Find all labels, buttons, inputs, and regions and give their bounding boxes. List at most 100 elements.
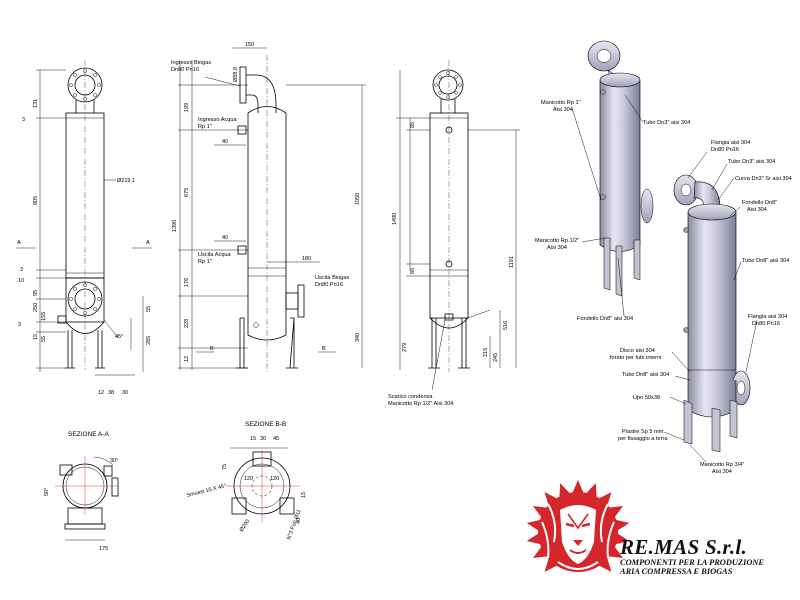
isometric-view-1: Manicotto Rp 1" Aisi 304 Tubo Dn3" aisi …: [535, 40, 690, 322]
iso2-fondello-dn8-mat: Aisi 304: [747, 207, 767, 213]
section-marker-b-right: B: [322, 346, 326, 352]
dim-199: 199: [184, 103, 190, 112]
dim-dia-88: Ø88,9: [233, 67, 239, 82]
dim-120-b: 120: [270, 476, 279, 482]
dim-75: 75: [222, 464, 228, 470]
dim-120-a: 120: [244, 476, 253, 482]
section-b-b-title: SEZIONE B-B: [245, 421, 286, 428]
label-ingresso-acqua: Ingresso Acqua: [198, 117, 237, 123]
dim-175: 175: [99, 546, 108, 552]
side-view-2: 199 675 1390 176 228 12 150 Ø88,9 40 40 …: [171, 42, 366, 372]
dim-155: 155: [41, 312, 47, 321]
dim-50-deg: 50°: [44, 488, 50, 496]
dim-40-a: 40: [222, 139, 228, 145]
dim-285: 285: [146, 336, 152, 345]
label-ingresso-acqua-spec: Rp 1": [198, 124, 212, 130]
company-name: RE.MAS S.r.l.: [620, 535, 748, 559]
dim-45-b: 45: [273, 436, 279, 442]
lion-logo: [526, 480, 630, 572]
iso1-manicotto-rp1: Manicotto Rp 1": [541, 100, 581, 106]
dim-3-low: 3: [18, 322, 21, 328]
dim-40-b: 40: [222, 235, 228, 241]
dim-3-top: 3: [22, 117, 25, 123]
iso1-manicotto-rp12: Manicotto Rp 1/2": [535, 238, 579, 244]
iso2-disco-desc: forato per tubi interni: [610, 355, 661, 361]
iso1-tubo-dn3: Tubo Dn3" aisi 304: [643, 120, 690, 126]
dim-40-c: 40: [296, 518, 302, 524]
dim-95: 95: [33, 290, 39, 296]
section-a-a-title: SEZIONE A-A: [68, 431, 109, 438]
iso2-flangia-2: Flangia aisi 304: [748, 314, 787, 320]
label-uscita-biogas: Uscita Biogas: [315, 275, 349, 281]
company-tagline-2: ARIA COMPRESSA E BIOGAS: [620, 567, 733, 576]
iso1-manicotto-rp1-mat: Aisi 304: [553, 107, 573, 113]
dim-15-c: 15: [301, 492, 307, 498]
isometric-view-2: Flangia aisi 304 Dn80 Pn16 Tubo Dn3" ais…: [610, 140, 792, 475]
label-scarico-manicotto: Manicotto Rp 1/2" Aisi 304: [388, 401, 453, 407]
dim-245: 245: [493, 353, 499, 362]
dim-1050: 1050: [355, 193, 361, 205]
iso2-disco: Disco aisi 304: [620, 348, 655, 354]
iso2-piastre-desc: per fissaggio a terra: [618, 436, 668, 442]
dim-1390: 1390: [172, 220, 178, 232]
dim-dia-200: Ø200: [239, 519, 252, 533]
dim-smussi: Smussi 15 X 45°: [186, 483, 227, 499]
label-ingresso-biogas-spec: Dn80 Pn16: [171, 67, 199, 73]
label-ingresso-biogas: Ingresso Biogas: [171, 60, 211, 66]
label-uscita-biogas-spec: Dn80 Pn16: [315, 282, 343, 288]
iso2-tubo-dn8-a: Tubo Dn8" aisi 304: [742, 258, 789, 264]
dim-12: 12: [98, 390, 104, 396]
section-marker-a-right: A: [146, 240, 150, 246]
iso2-piastre: Piastre Sp 5 mm: [622, 429, 664, 435]
section-marker-a-left: A: [17, 240, 21, 246]
dim-55-right: 55: [146, 306, 152, 312]
dim-250: 250: [33, 303, 39, 312]
iso1-manicotto-rp12-mat: Aisi 304: [547, 245, 567, 251]
iso2-tubo-dn8-b: Tubo Dn8" aisi 304: [622, 372, 669, 378]
iso2-manicotto-rp34-mat: Aisi 304: [712, 469, 732, 475]
label-uscita-acqua: Uscita Acqua: [198, 252, 232, 258]
dim-38: 38: [108, 390, 114, 396]
iso2-tubo-dn3: Tubo Dn3" aisi 304: [728, 159, 775, 165]
iso2-flangia: Flangia aisi 304: [711, 140, 750, 146]
iso2-manicotto-rp34: Manicotto Rp 3/4": [700, 462, 744, 468]
dim-10: 10: [18, 278, 24, 284]
section-marker-b-left: B: [210, 346, 214, 352]
dim-12-b: 12: [184, 356, 190, 362]
rear-view-3: 85 1490 85 279 1191 245 215 516 Scarico …: [388, 60, 520, 407]
dim-15-b: 15: [250, 436, 256, 442]
dim-15: 15: [33, 334, 39, 340]
dim-85-bottom: 85: [410, 268, 416, 274]
front-view-1: A A 131 3 805 3 10 95 250 155 3 15 55 Ø2…: [16, 60, 152, 396]
label-uscita-acqua-spec: Rp 1": [198, 259, 212, 265]
dim-675: 675: [184, 188, 190, 197]
dim-805: 805: [33, 196, 39, 205]
dim-30: 30: [122, 390, 128, 396]
section-b-b: SEZIONE B-B 15 30 45 120 120 75 15 40 Ø2…: [186, 421, 307, 541]
iso2-curva-dn3: Curva Dn3" Sr aisi 304: [735, 176, 792, 182]
dim-131: 131: [33, 99, 39, 108]
dim-215: 215: [483, 348, 489, 357]
company-tagline-1: COMPONENTI PER LA PRODUZIONE: [620, 558, 765, 567]
dim-45-deg: 45°: [115, 334, 123, 340]
dim-1191: 1191: [509, 256, 515, 268]
dim-3-bottom: 3: [20, 267, 23, 273]
iso2-fondello-dn8: Fondello Dn8": [742, 200, 777, 206]
iso2-flangia-spec: Dn80 Pn16: [711, 147, 739, 153]
dim-516: 516: [503, 321, 509, 330]
dim-228: 228: [184, 319, 190, 328]
dim-180: 180: [302, 256, 311, 262]
iso2-flangia-2-spec: Dn80 Pn16: [752, 321, 780, 327]
iso1-fondello-dn8: Fondello Dn8" aisi 304: [577, 316, 633, 322]
company-brand-block: RE.MAS S.r.l. COMPONENTI PER LA PRODUZIO…: [620, 536, 800, 576]
dim-279: 279: [402, 343, 408, 352]
section-a-a: SEZIONE A-A 175 50° 30°: [44, 431, 119, 552]
dim-176: 176: [184, 278, 190, 287]
dim-150: 150: [245, 42, 254, 48]
dim-85-top: 85: [410, 122, 416, 128]
dim-30-b: 30: [260, 436, 266, 442]
dim-1490: 1490: [392, 213, 398, 225]
dim-30-deg: 30°: [110, 458, 118, 464]
dim-55-left: 55: [41, 336, 47, 342]
